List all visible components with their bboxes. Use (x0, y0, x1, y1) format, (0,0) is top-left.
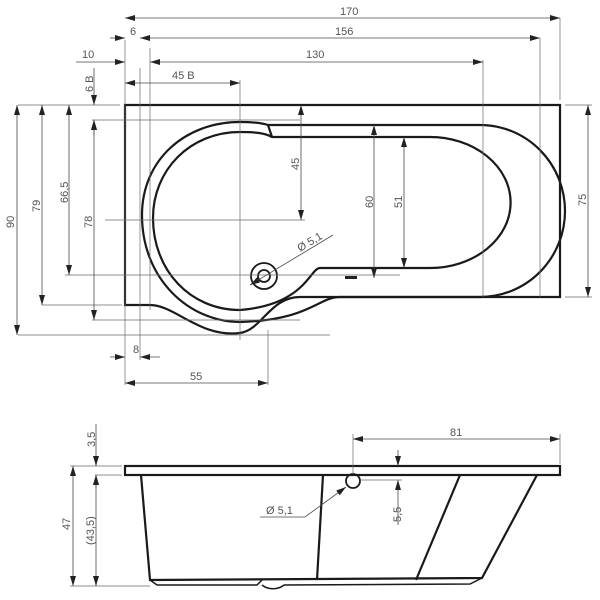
dim-inner-length-156: 156 (335, 26, 353, 38)
dim-width-51: 51 (393, 196, 405, 208)
dim-width-60: 60 (364, 196, 376, 208)
dim-height-43-5: (43,5) (85, 516, 97, 545)
dim-offset-6: 6 (130, 26, 136, 38)
dim-depth-45: 45 (290, 158, 302, 170)
dim-height-66-5: 66,5 (59, 182, 71, 203)
dim-offset-55: 55 (190, 371, 202, 383)
dim-height-47: 47 (61, 518, 73, 530)
rim (123, 464, 562, 477)
overflow-icon (345, 473, 361, 489)
top-view: 170 6 156 10 130 45 B 6 B 90 79 66,5 78 … (5, 6, 592, 386)
dim-offset-10: 10 (82, 49, 94, 61)
dim-overflow-offset-81: 81 (450, 427, 462, 439)
dim-height-78: 78 (83, 216, 95, 228)
dim-overall-length: 170 (340, 6, 358, 18)
tub-body-outline (139, 474, 538, 582)
dim-inner-length-130: 130 (306, 49, 324, 61)
dim-height-79: 79 (31, 200, 43, 212)
dim-overflow-drop: 5,5 (392, 507, 404, 522)
notch (266, 124, 274, 138)
dim-45b: 45 B (172, 70, 195, 82)
dim-6b: 6 B (84, 75, 96, 92)
drain-icon (250, 262, 278, 290)
overflow-slot (345, 276, 357, 279)
dim-height-90: 90 (5, 216, 17, 228)
side-view: 3,5 47 (43,5) 81 5,5 Ø 5,1 (61, 424, 562, 590)
dim-drain-diameter: Ø 5,1 (295, 230, 324, 254)
dim-width-75: 75 (577, 194, 589, 206)
dim-overflow-diameter: Ø 5,1 (266, 505, 293, 517)
dim-rim-3-5: 3,5 (86, 432, 98, 447)
dim-offset-8: 8 (133, 344, 139, 356)
basin-inner-outline (151, 130, 512, 312)
tub-outer-outline (123, 103, 562, 335)
basin-outer-outline (140, 120, 567, 324)
